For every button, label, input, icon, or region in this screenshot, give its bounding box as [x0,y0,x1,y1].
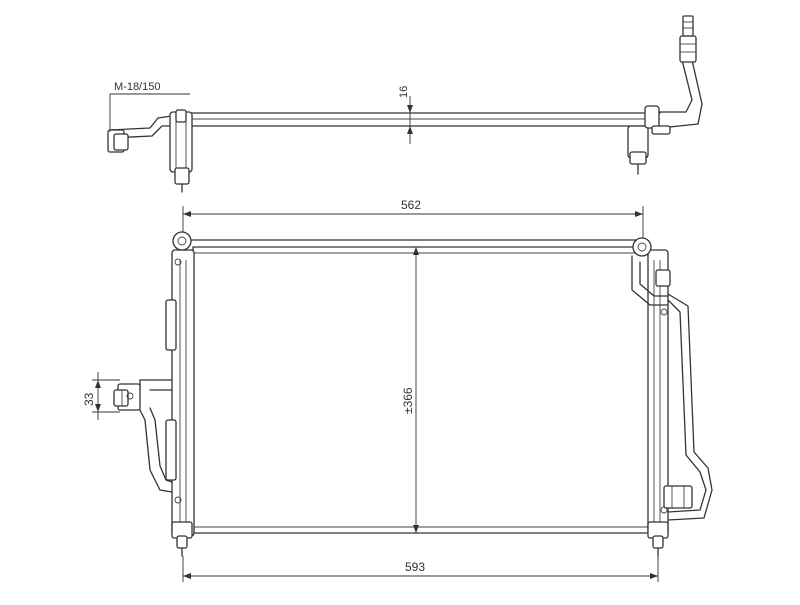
thickness-label: 16 [398,86,410,98]
top-view-left-fitting [107,109,193,193]
port-dimension: 33 [82,372,120,420]
bottom-width-label: 593 [405,560,425,574]
height-dimension: ±366 [401,247,419,533]
top-width-label: 562 [401,198,421,212]
left-tank [165,231,195,557]
height-label: ±366 [401,387,415,414]
port-label: 33 [82,392,96,406]
right-tank [631,237,671,557]
top-view-right-fitting [627,15,703,175]
left-port [113,379,173,493]
bottom-width-dimension: 593 [182,556,659,582]
thread-label: M-18/150 [114,81,160,93]
top-view-core [184,112,661,127]
top-view: M-18/150 16 [107,15,703,193]
thickness-dimension: 16 [398,86,413,144]
top-width-dimension: 562 [182,198,644,240]
right-pipe [663,293,713,521]
front-view: 562 [82,198,713,582]
thread-callout: M-18/150 [109,81,190,132]
